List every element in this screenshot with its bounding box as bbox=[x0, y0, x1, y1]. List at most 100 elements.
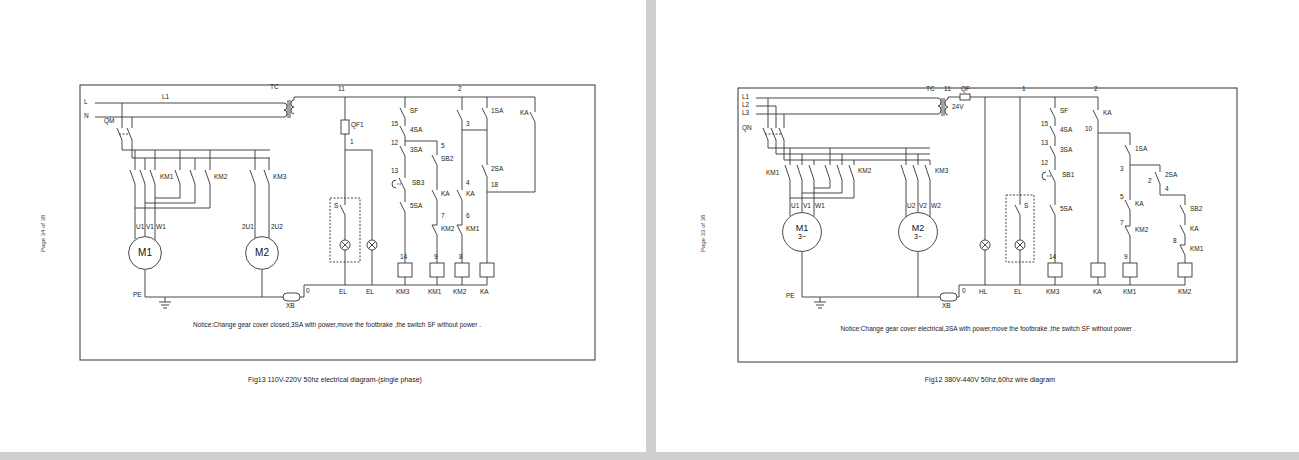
mushroom-button bbox=[1042, 172, 1046, 180]
part-label: W1 bbox=[815, 203, 825, 210]
part-label: 3SA bbox=[410, 147, 422, 154]
part-label: 12 bbox=[391, 140, 398, 147]
part-label: 2 bbox=[1094, 86, 1098, 93]
part-label: KM3 bbox=[935, 168, 948, 175]
lamp-symbol bbox=[340, 240, 350, 250]
coil-symbol bbox=[1178, 263, 1192, 277]
part-label: KM1 bbox=[428, 289, 441, 296]
part-label: KA bbox=[480, 289, 489, 296]
contact-symbol bbox=[432, 155, 437, 235]
motor-outline bbox=[783, 213, 822, 252]
plug-symbol bbox=[283, 293, 300, 301]
part-label: XB bbox=[286, 303, 295, 310]
part-label: EL bbox=[366, 289, 374, 296]
page-number: Page 34 of 38 bbox=[40, 215, 46, 252]
part-label: 15 bbox=[1041, 121, 1048, 128]
motor-symbol: M23~ bbox=[898, 212, 938, 252]
part-label: 7 bbox=[441, 213, 445, 220]
lamp-symbol bbox=[1017, 242, 1024, 249]
part-label: KA bbox=[1103, 110, 1112, 117]
part-label: XB bbox=[942, 303, 951, 310]
mushroom-button bbox=[392, 180, 396, 188]
motor-wire bbox=[790, 148, 930, 217]
part-label: KM2 bbox=[1135, 227, 1148, 234]
page-number: Page 33 of 38 bbox=[700, 215, 706, 252]
part-label: KM2 bbox=[1178, 289, 1191, 296]
coil-symbol bbox=[398, 263, 412, 277]
lamp-symbol bbox=[342, 242, 349, 249]
part-label: 1SA bbox=[491, 108, 503, 115]
part-label: KM2 bbox=[453, 289, 466, 296]
return-wire bbox=[300, 285, 487, 297]
contact-symbol bbox=[1180, 205, 1185, 255]
transformer-symbol bbox=[938, 97, 948, 116]
part-label: 4 bbox=[466, 180, 470, 187]
part-label: KM1 bbox=[1123, 289, 1136, 296]
ground-symbol bbox=[814, 297, 826, 308]
motor-symbol: M2 bbox=[245, 236, 279, 270]
part-label: 4SA bbox=[1060, 127, 1072, 134]
switch-symbol bbox=[1015, 205, 1020, 215]
part-label: QN bbox=[742, 125, 752, 132]
part-label: EL bbox=[1014, 289, 1022, 296]
coil-symbol bbox=[1091, 263, 1105, 277]
part-label: 3 bbox=[466, 121, 470, 128]
part-label: SF bbox=[1060, 108, 1068, 115]
part-label: KA bbox=[1093, 289, 1102, 296]
part-label: 13 bbox=[391, 168, 398, 175]
part-label: TC bbox=[926, 86, 935, 93]
control-wire bbox=[487, 97, 535, 192]
part-label: 7 bbox=[1120, 220, 1124, 227]
part-label: PE bbox=[133, 292, 142, 299]
part-label: QF1 bbox=[351, 122, 364, 129]
part-label: 8 bbox=[1173, 238, 1177, 245]
motor-symbol: M13~ bbox=[782, 212, 822, 252]
lamp-housing bbox=[330, 198, 360, 262]
part-label: KM1 bbox=[1190, 246, 1203, 253]
part-label: 14 bbox=[1049, 254, 1056, 261]
earth-wire bbox=[145, 270, 283, 297]
part-label: SF bbox=[410, 108, 418, 115]
notice-text: Notice:Change gear cover closed,3SA with… bbox=[193, 322, 481, 329]
wiring bbox=[95, 94, 1192, 308]
part-label: 24V bbox=[952, 104, 964, 111]
part-label: 9 bbox=[1124, 254, 1128, 261]
part-label: 5SA bbox=[1060, 206, 1072, 213]
part-label: 2 bbox=[1148, 178, 1152, 185]
motor-wire bbox=[135, 150, 269, 240]
coil-symbol bbox=[1123, 263, 1137, 277]
part-label: V1 bbox=[146, 224, 154, 231]
control-wire bbox=[1130, 133, 1185, 285]
part-label: V2 bbox=[919, 203, 927, 210]
diagram-frame bbox=[80, 85, 595, 360]
part-label: L3 bbox=[742, 110, 749, 117]
motor-outline bbox=[246, 237, 279, 270]
motor-symbol: M1 bbox=[128, 236, 162, 270]
part-label: 5 bbox=[1120, 194, 1124, 201]
earth-wire bbox=[802, 252, 940, 297]
part-label: KM2 bbox=[214, 174, 227, 181]
breaker-symbol bbox=[763, 128, 784, 140]
control-wire bbox=[1098, 97, 1130, 285]
motor-label: M1 bbox=[796, 224, 809, 233]
part-label: TC bbox=[270, 84, 279, 91]
part-label: 2SA bbox=[491, 166, 503, 173]
figure-caption: Fig12 380V-440V 50hz,60hz wire diagram bbox=[925, 376, 1055, 383]
part-label: W1 bbox=[156, 224, 166, 231]
plug-symbol bbox=[940, 293, 957, 301]
lamp-symbol bbox=[369, 242, 376, 249]
part-label: 11 bbox=[338, 86, 345, 93]
control-wire bbox=[948, 97, 1098, 98]
part-label: SB1 bbox=[1062, 172, 1074, 179]
part-label: KM2 bbox=[858, 168, 871, 175]
contact-symbol bbox=[457, 110, 462, 235]
part-label: KM3 bbox=[396, 289, 409, 296]
figure-caption: Fig13 110V-220V 50hz electrical diagram-… bbox=[248, 376, 422, 383]
lamp-wire bbox=[985, 97, 1020, 285]
part-label: SB2 bbox=[1190, 206, 1202, 213]
bus-wire bbox=[122, 103, 270, 158]
contact-symbol bbox=[785, 165, 930, 180]
part-label: L2 bbox=[742, 102, 749, 109]
breaker-symbol bbox=[117, 128, 132, 140]
